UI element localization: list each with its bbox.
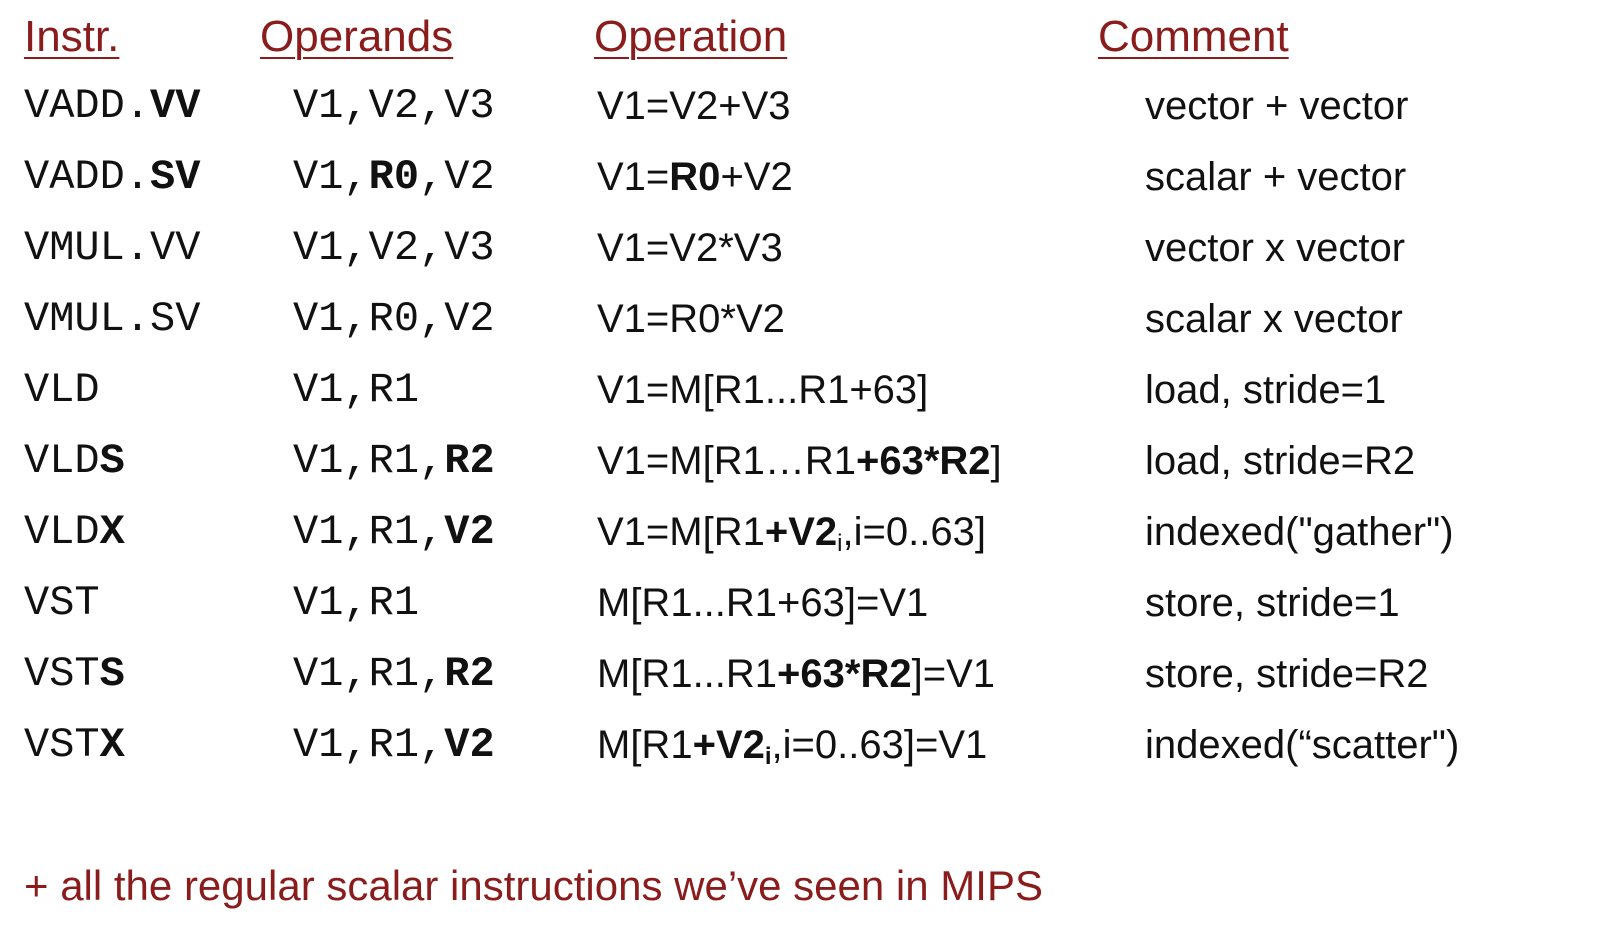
header-operation: Operation <box>594 12 788 61</box>
comment-cell: scalar x vector <box>1145 297 1403 341</box>
header-comment: Comment <box>1098 12 1289 61</box>
comment-cell: indexed(“scatter") <box>1145 723 1460 767</box>
comment-cell: scalar + vector <box>1145 155 1407 199</box>
operation-cell: V1=M[R1...R1+63] <box>597 368 929 412</box>
comment-cell: load, stride=1 <box>1145 368 1387 412</box>
table-row: VMUL.VV V1,V2,V3 V1=V2*V3 vector x vector <box>0 212 1616 284</box>
comment-cell: indexed("gather") <box>1145 510 1454 554</box>
instr-cell: VADD.SV <box>24 153 201 201</box>
operands-cell: V1,R1,V2 <box>293 508 495 556</box>
comment-cell: store, stride=R2 <box>1145 652 1429 696</box>
header-instr: Instr. <box>24 12 120 61</box>
instr-cell: VST <box>24 579 100 627</box>
operands-cell: V1,R1,V2 <box>293 721 495 769</box>
instr-cell: VMUL.SV <box>24 295 201 343</box>
operation-cell: M[R1+V2i,i=0..63]=V1 <box>597 723 988 770</box>
operation-cell: M[R1...R1+63]=V1 <box>597 581 929 625</box>
table-row: VLDX V1,R1,V2 V1=M[R1+V2i,i=0..63] indexed(… <box>0 496 1616 568</box>
operands-cell: V1,V2,V3 <box>293 224 495 272</box>
instr-cell: VSTS <box>24 650 125 698</box>
operation-cell: V1=M[R1…R1+63*R2] <box>597 439 1002 483</box>
table-row: VADD.SV V1,R0,V2 V1=R0+V2 scalar + vector <box>0 141 1616 213</box>
operation-cell: V1=V2*V3 <box>597 226 783 270</box>
instr-cell: VLDS <box>24 437 125 485</box>
comment-cell: store, stride=1 <box>1145 581 1400 625</box>
operands-cell: V1,R0,V2 <box>293 153 495 201</box>
table-row: VLDS V1,R1,R2 V1=M[R1…R1+63*R2] load, strid… <box>0 425 1616 497</box>
instr-cell: VADD.VV <box>24 82 201 130</box>
operation-cell: V1=V2+V3 <box>597 84 791 128</box>
instr-cell: VSTX <box>24 721 125 769</box>
table-row: VSTS V1,R1,R2 M[R1...R1+63*R2]=V1 store, st… <box>0 638 1616 710</box>
comment-cell: vector + vector <box>1145 84 1409 128</box>
operands-cell: V1,R1 <box>293 366 420 414</box>
operands-cell: V1,V2,V3 <box>293 82 495 130</box>
operation-cell: V1=R0+V2 <box>597 155 793 199</box>
comment-cell: vector x vector <box>1145 226 1406 270</box>
operation-cell: M[R1...R1+63*R2]=V1 <box>597 652 996 696</box>
operands-cell: V1,R1,R2 <box>293 650 495 698</box>
table-row: VSTX V1,R1,V2 M[R1+V2i,i=0..63]=V1 indexed(… <box>0 709 1616 781</box>
operands-cell: V1,R1,R2 <box>293 437 495 485</box>
instr-cell: VMUL.VV <box>24 224 201 272</box>
operands-cell: V1,R0,V2 <box>293 295 495 343</box>
instr-cell: VLD <box>24 366 100 414</box>
header-operands: Operands <box>260 12 454 61</box>
instr-cell: VLDX <box>24 508 125 556</box>
operation-cell: V1=M[R1+V2i,i=0..63] <box>597 510 986 557</box>
operands-cell: V1,R1 <box>293 579 420 627</box>
operation-cell: V1=R0*V2 <box>597 297 785 341</box>
table-row: VADD.VV V1,V2,V3 V1=V2+V3 vector + vector <box>0 70 1616 142</box>
comment-cell: load, stride=R2 <box>1145 439 1416 483</box>
table-row: VST V1,R1 M[R1...R1+63]=V1 store, stride=1 <box>0 567 1616 639</box>
footer-note: + all the regular scalar instructions we… <box>24 862 1043 909</box>
table-row: VLD V1,R1 V1=M[R1...R1+63] load, stride=1 <box>0 354 1616 426</box>
table-row: VMUL.SV V1,R0,V2 V1=R0*V2 scalar x vector <box>0 283 1616 355</box>
